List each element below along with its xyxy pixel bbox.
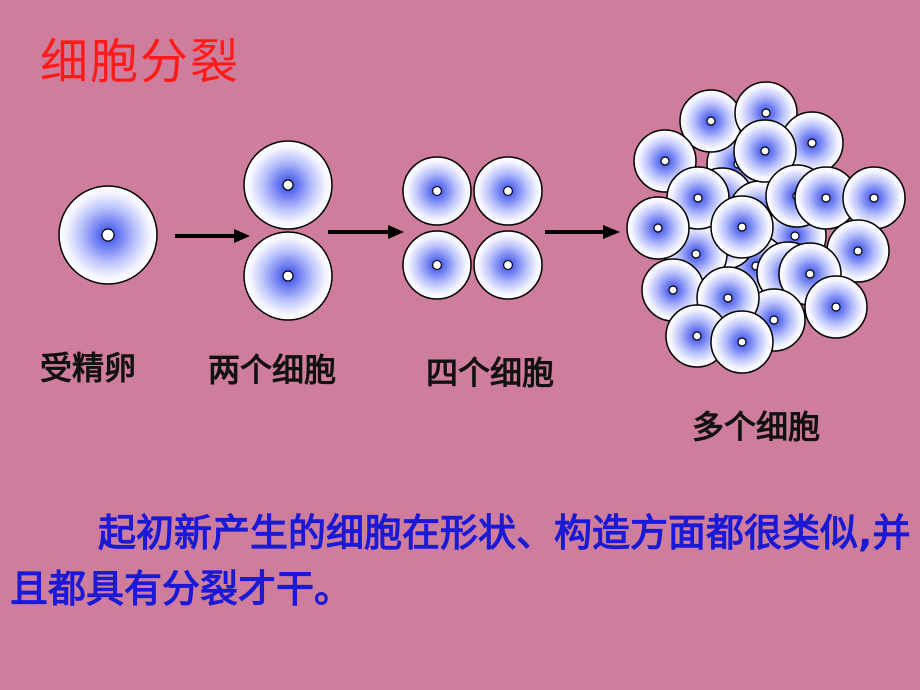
- cell: [402, 156, 472, 226]
- slide-title: 细胞分裂: [40, 34, 241, 90]
- arrow-3: [545, 225, 620, 239]
- label-two-cells: 两个细胞: [208, 351, 337, 389]
- cell: [402, 230, 472, 300]
- arrow-2: [328, 225, 404, 239]
- label-many-cells: 多个细胞: [692, 408, 821, 446]
- cell: [473, 156, 543, 226]
- many-cells: [626, 81, 906, 374]
- cell: [473, 230, 543, 300]
- cell: [710, 195, 774, 259]
- cell: [804, 275, 868, 339]
- cell: [710, 310, 774, 374]
- description-text: 起初新产生的细胞在形状、构造方面都很类似,并且都具有分裂才干。: [10, 511, 911, 611]
- four-cells: [402, 156, 543, 300]
- cell: [626, 196, 690, 260]
- cell: [842, 166, 906, 230]
- fertilized-egg-cell: [58, 185, 158, 285]
- cell: [733, 119, 797, 183]
- arrow-1: [175, 229, 250, 243]
- label-four-cells: 四个细胞: [426, 354, 555, 392]
- label-fertilized-egg: 受精卵: [40, 349, 137, 387]
- cell: [826, 219, 890, 283]
- cell: [794, 166, 858, 230]
- two-cells: [243, 140, 333, 321]
